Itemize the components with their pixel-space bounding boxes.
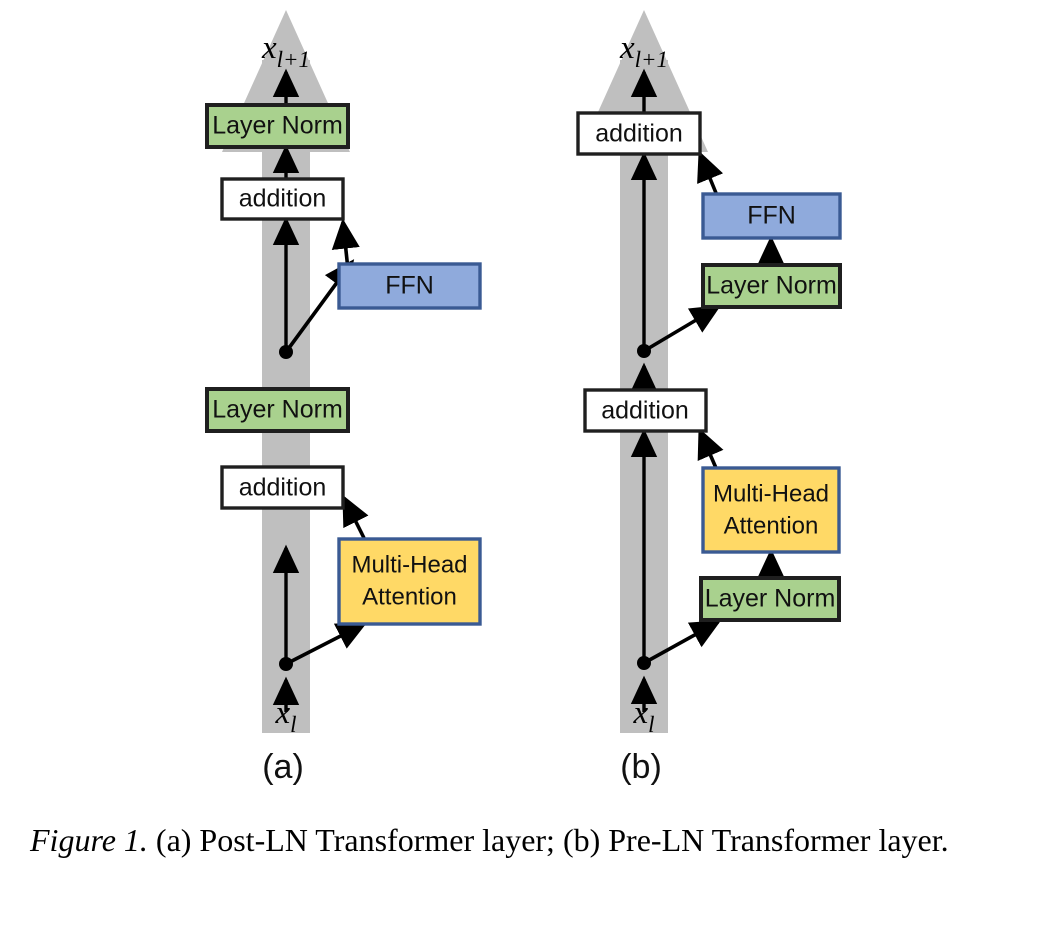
arrow-split2-to-attention-a [285,622,368,666]
panel-b: xl+1 xl [576,10,842,786]
arrow-attention-to-addition-b [697,427,724,469]
block-layer-norm-top-a-label: Layer Norm [212,112,343,140]
block-multi-head-attention-b-label-line1: Multi-Head [713,480,829,507]
block-layer-norm-ffn-b[interactable]: Layer Norm [701,263,842,309]
figure-caption-body: (a) Post-LN Transformer layer; (b) Pre-L… [147,822,949,858]
figure-caption-number: Figure 1. [30,822,148,858]
residual-split-dot-lower-a [279,657,293,671]
output-variable-b-subscript: l+1 [635,47,668,72]
output-variable-a-base: x [261,30,277,66]
input-variable-b-base: x [632,695,648,731]
input-variable-a-subscript: l [290,712,296,737]
block-ffn-b-label: FFN [747,202,796,230]
block-layer-norm-top-a[interactable]: Layer Norm [205,103,350,149]
arrow-attention-to-addition-a [342,494,369,539]
block-addition-bottom-a[interactable]: addition [220,465,345,510]
block-addition-bottom-b[interactable]: addition [583,388,708,433]
block-addition-top-a-label: addition [239,185,327,213]
block-addition-top-b-label: addition [595,120,683,148]
output-variable-b-base: x [619,30,635,66]
block-layer-norm-bottom-a[interactable]: Layer Norm [205,387,350,433]
figure-caption: Figure 1. (a) Post-LN Transformer layer;… [30,820,1020,861]
block-ffn-a[interactable]: FFN [337,262,482,310]
panel-a: xl+1 xl [205,10,482,786]
arrow-split-to-layernorm-ffn-b [643,305,722,353]
input-variable-a-base: x [274,695,290,731]
block-addition-top-b[interactable]: addition [576,111,702,156]
panel-label-a: (a) [262,748,304,786]
block-layer-norm-attn-b[interactable]: Layer Norm [699,576,841,622]
block-addition-bottom-b-label: addition [601,397,689,425]
input-variable-b-subscript: l [648,712,654,737]
block-addition-top-a[interactable]: addition [220,177,345,221]
block-ffn-b[interactable]: FFN [701,192,842,240]
output-variable-b: xl+1 [619,30,668,72]
block-multi-head-attention-a[interactable]: Multi-Head Attention [337,537,482,626]
block-layer-norm-ffn-b-label: Layer Norm [706,272,837,300]
output-variable-a-subscript: l+1 [277,47,310,72]
block-addition-bottom-a-label: addition [239,474,327,502]
arrow-split2-to-layernorm-attn-b [643,620,722,665]
block-multi-head-attention-a-label-line1: Multi-Head [351,551,467,578]
block-multi-head-attention-a-label-line2: Attention [362,583,457,610]
output-variable-a: xl+1 [261,30,310,72]
block-multi-head-attention-b-label-line2: Attention [724,512,819,539]
transformer-layer-diagram: xl+1 xl [205,10,842,786]
panel-label-b: (b) [620,748,662,786]
block-ffn-a-label: FFN [385,272,434,300]
residual-split-dot-upper-b [637,344,651,358]
residual-split-dot-lower-b [637,656,651,670]
arrow-ffn-to-addition-b [697,150,724,194]
block-multi-head-attention-b[interactable]: Multi-Head Attention [701,466,841,554]
block-layer-norm-attn-b-label: Layer Norm [705,585,836,613]
block-layer-norm-bottom-a-label: Layer Norm [212,396,343,424]
residual-split-dot-upper-a [279,345,293,359]
